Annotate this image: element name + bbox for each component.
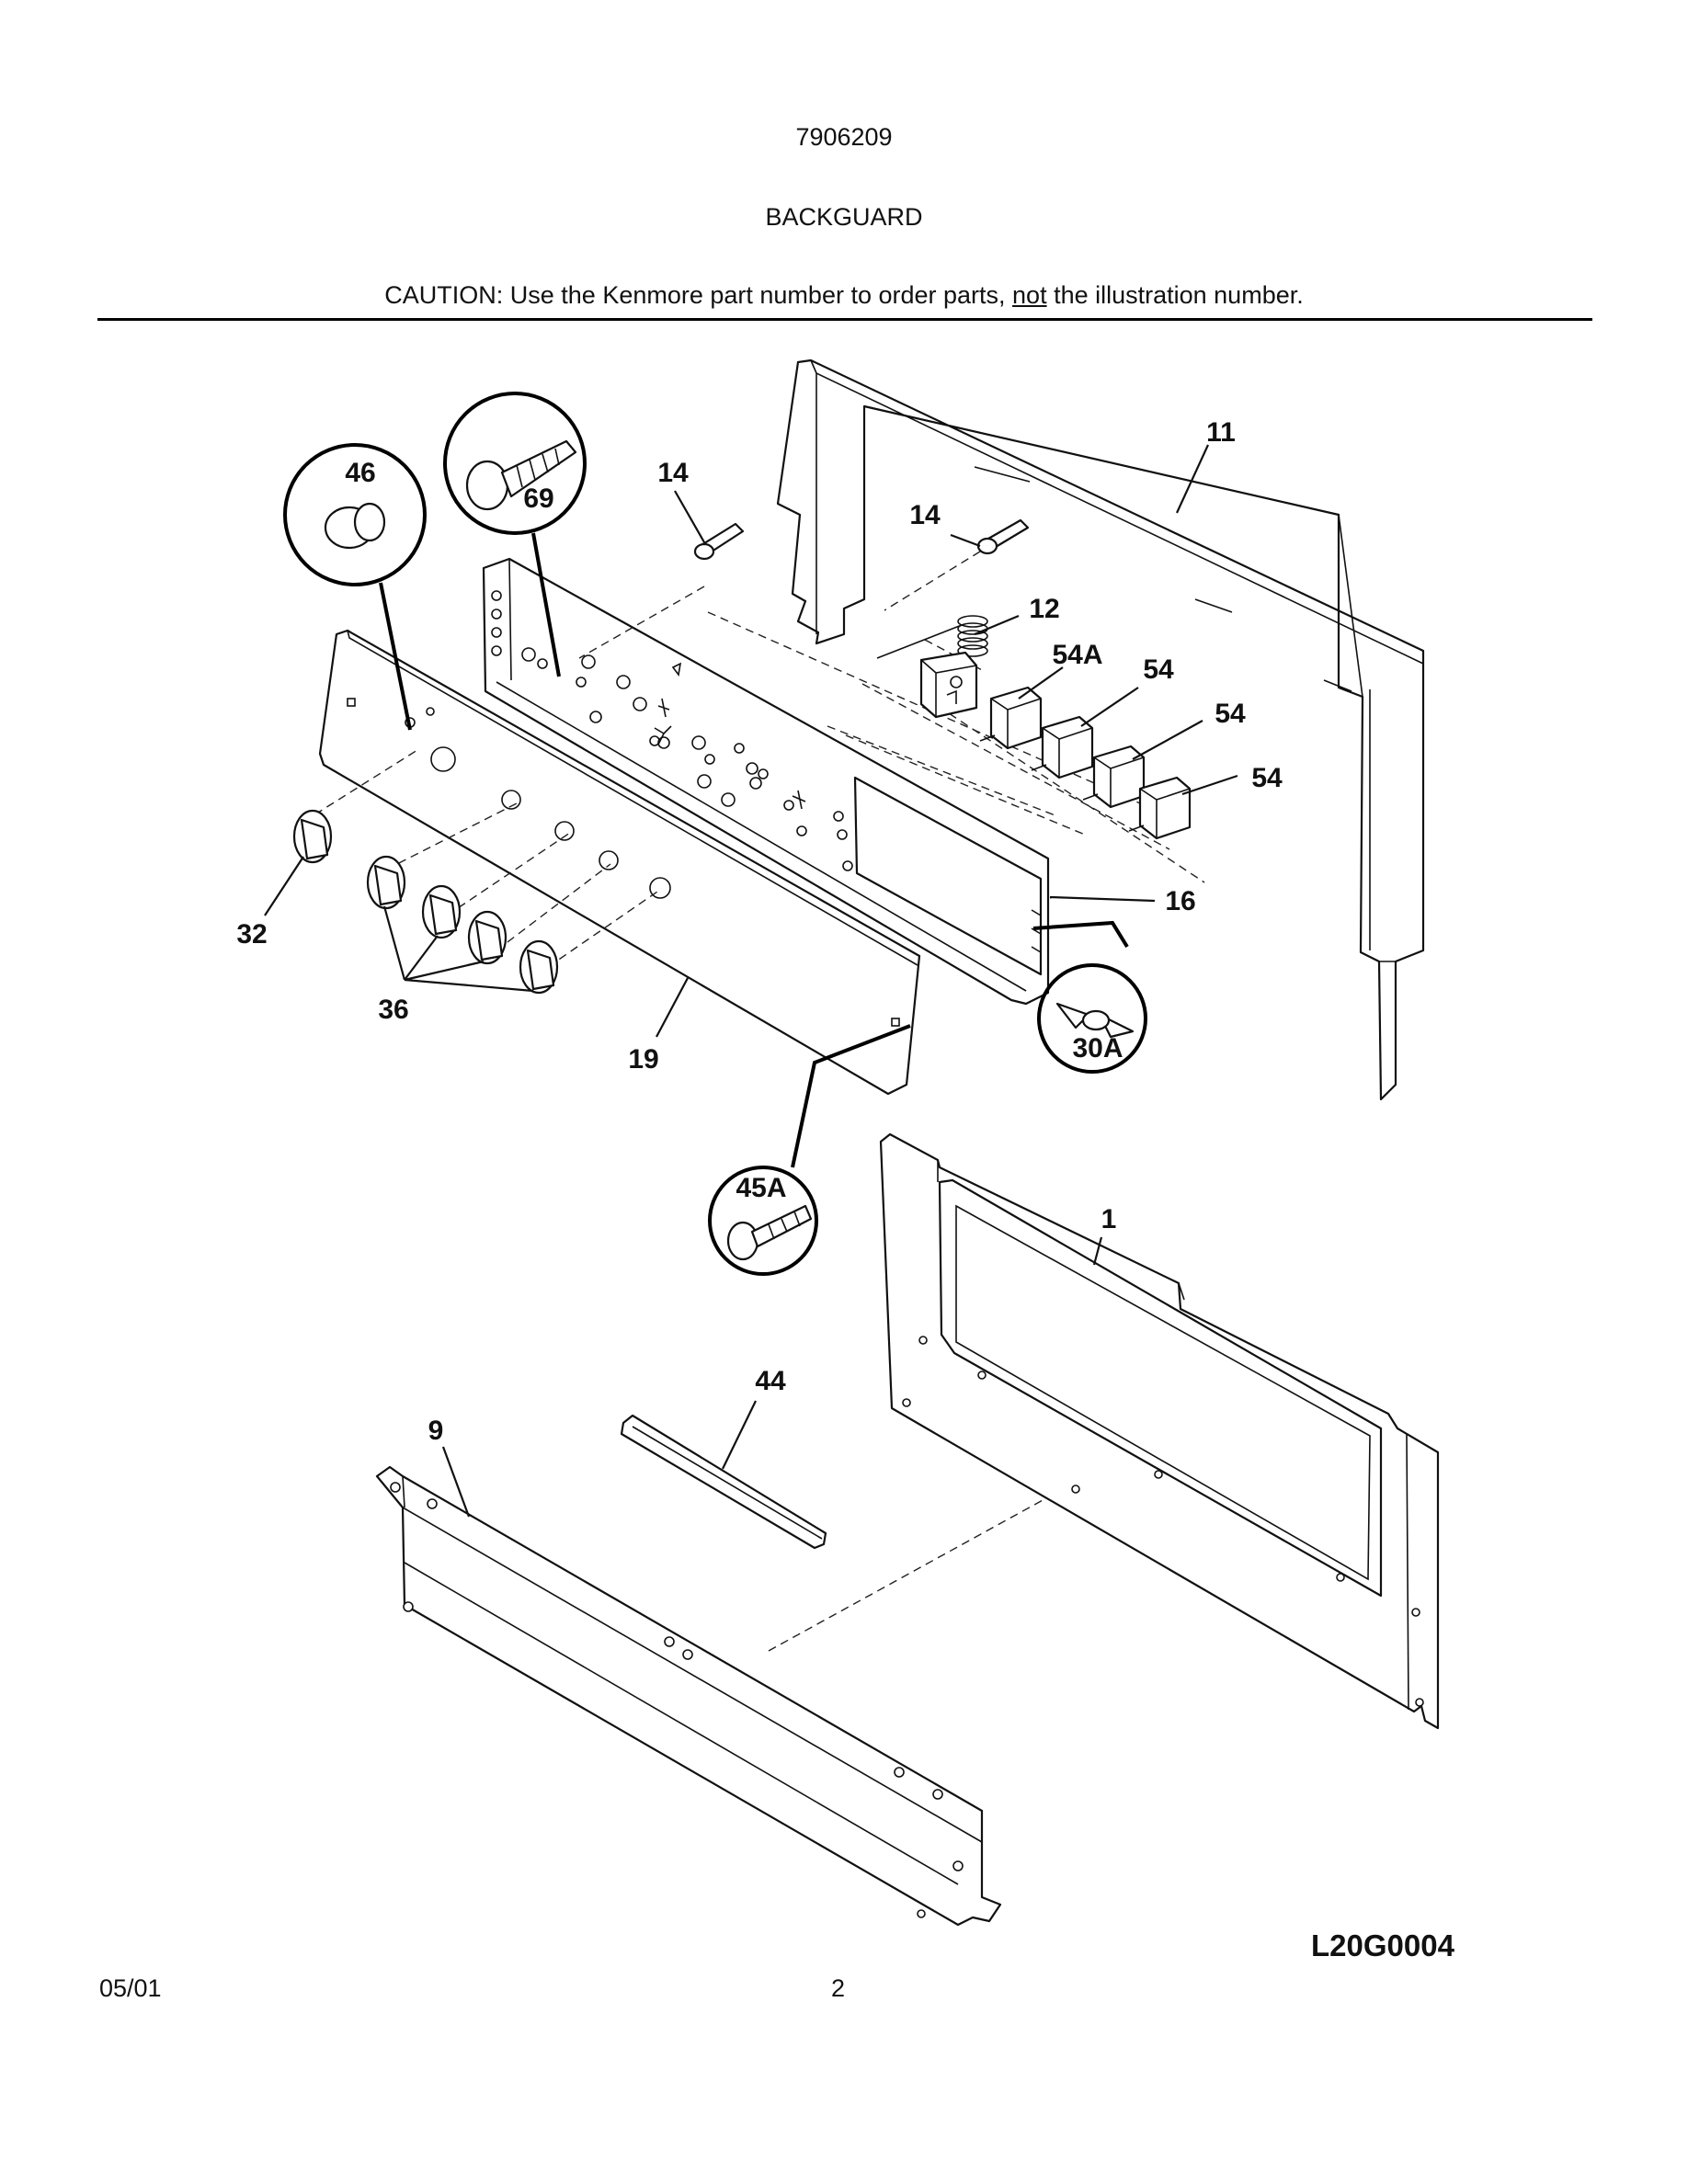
caution-emphasis: not — [1012, 281, 1047, 309]
detail-46-knob-plug — [283, 443, 427, 731]
section-title: BACKGUARD — [765, 203, 923, 231]
callout-labels: 46 69 14 14 11 12 54A 54 54 54 16 32 36 … — [236, 417, 1283, 1446]
callout-36: 36 — [378, 995, 408, 1025]
detail-30a-wing-nut — [1032, 920, 1147, 1074]
fitting-14-right — [976, 518, 1030, 555]
caution-suffix: the illustration number. — [1046, 281, 1304, 309]
callout-16: 16 — [1165, 886, 1195, 916]
callout-32: 32 — [236, 919, 267, 950]
callout-12: 12 — [1029, 594, 1059, 624]
switch-54-1 — [1031, 715, 1094, 779]
control-panel-overlay — [318, 629, 921, 1096]
oven-thermostat — [876, 615, 988, 719]
knob-36-2 — [421, 884, 462, 939]
callout-69: 69 — [523, 483, 553, 514]
figure-code: L20G0004 — [1311, 1928, 1454, 1962]
switch-54-3 — [1128, 776, 1192, 840]
callout-54a: 54A — [1052, 640, 1102, 670]
knob-36-3 — [467, 910, 508, 965]
detail-69-screw — [443, 392, 587, 677]
page-number: 2 — [831, 1974, 846, 2002]
caution-prefix: CAUTION: Use the Kenmore part number to … — [384, 281, 1013, 309]
backguard-shell — [776, 358, 1425, 1101]
callout-14-left: 14 — [657, 458, 689, 488]
callout-14-right: 14 — [909, 500, 941, 530]
rear-panel — [879, 1132, 1440, 1730]
callout-54-3: 54 — [1251, 763, 1283, 793]
header-rule — [97, 318, 1592, 321]
callout-30a: 30A — [1072, 1033, 1123, 1064]
caution-note: CAUTION: Use the Kenmore part number to … — [0, 281, 1688, 310]
callout-19: 19 — [628, 1044, 658, 1075]
callout-44: 44 — [755, 1366, 786, 1396]
footer-date: 05/01 — [99, 1974, 162, 2002]
bottom-trim — [375, 1465, 1002, 1927]
callout-45a: 45A — [736, 1173, 786, 1203]
knob-36-4 — [519, 939, 559, 995]
control-panel-frame — [482, 557, 1050, 1006]
callout-54-2: 54 — [1215, 699, 1246, 729]
knob-32 — [292, 809, 333, 864]
trim-strip — [620, 1414, 827, 1550]
callout-46: 46 — [345, 458, 375, 488]
leader-lines — [264, 444, 1238, 1518]
callout-11: 11 — [1206, 417, 1236, 448]
knob-36-1 — [366, 855, 406, 910]
callout-1: 1 — [1101, 1204, 1117, 1234]
callout-9: 9 — [428, 1416, 444, 1446]
model-number: 7906209 — [795, 123, 893, 151]
fitting-14-left — [693, 522, 745, 561]
switch-54a — [979, 686, 1043, 750]
callout-54-1: 54 — [1143, 654, 1174, 685]
detail-45a-bolt — [708, 1024, 911, 1276]
